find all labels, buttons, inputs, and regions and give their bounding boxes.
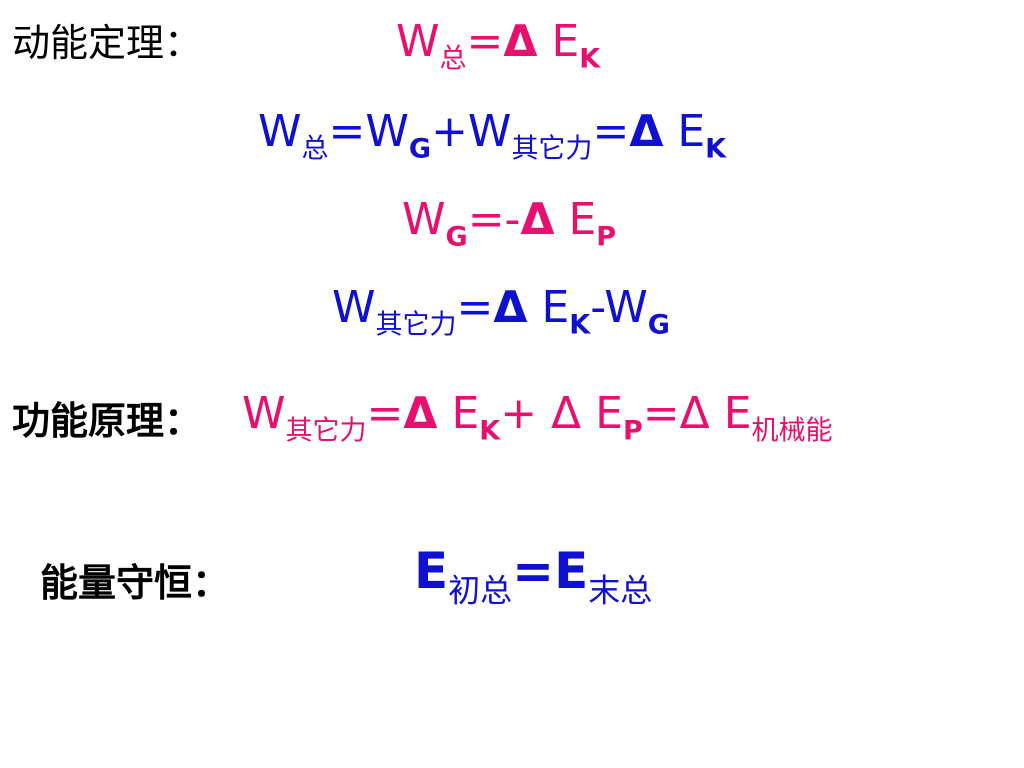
symbol-e: E [554, 194, 597, 245]
subscript-initial-total: 初总 [448, 571, 513, 610]
subscript-other-forces: 其它力 [511, 133, 593, 165]
subscript-other-forces: 其它力 [285, 415, 367, 447]
subscript-p: P [596, 221, 617, 253]
delta: Δ [503, 16, 538, 67]
minus-w: -W [590, 282, 648, 333]
energy-conservation-label: 能量守恒： [40, 561, 231, 605]
equals-minus: =- [467, 194, 521, 245]
subscript-mechanical-energy: 机械能 [751, 415, 833, 447]
subscript-final-total: 末总 [588, 571, 653, 610]
work-energy-principle-label: 功能原理： [12, 399, 203, 443]
equals-w: =W [328, 106, 409, 157]
equals: = [466, 16, 504, 67]
subscript-total: 总 [301, 133, 329, 165]
delta: Δ [520, 194, 555, 245]
symbol-w: W [396, 16, 440, 67]
subscript-k: K [569, 309, 591, 341]
symbol-w: W [242, 388, 286, 439]
subscript-total: 总 [439, 43, 467, 75]
work-energy-principle-formula: W其它力=Δ EK+ Δ EP=Δ E机械能 [242, 392, 833, 447]
equals-e: =E [512, 542, 589, 600]
symbol-w: W [402, 194, 446, 245]
subscript-k: K [705, 133, 727, 165]
other-forces-work-formula: W其它力=Δ EK-WG [332, 286, 670, 341]
plus-w: +W [431, 106, 512, 157]
symbol-w: W [258, 106, 302, 157]
equals-delta-e: =Δ E [642, 388, 752, 439]
subscript-other-forces: 其它力 [375, 309, 457, 341]
subscript-k: K [479, 415, 501, 447]
delta: Δ [493, 282, 528, 333]
energy-conservation-formula: E初总=E末总 [414, 546, 652, 606]
gravity-work-formula: WG=-Δ EP [402, 198, 617, 253]
symbol-e: E [437, 388, 480, 439]
symbol-e: E [414, 542, 449, 600]
subscript-g: G [408, 133, 432, 165]
equals: = [366, 388, 404, 439]
subscript-g: G [445, 221, 468, 253]
kinetic-theorem-formula: W总=Δ EK [396, 20, 601, 75]
subscript-g: G [647, 309, 670, 341]
symbol-w: W [332, 282, 376, 333]
symbol-e: E [663, 106, 706, 157]
kinetic-theorem-label: 动能定理： [12, 21, 203, 65]
subscript-k: K [579, 43, 601, 75]
subscript-p: P [622, 415, 643, 447]
equals: = [456, 282, 494, 333]
delta: Δ [403, 388, 438, 439]
total-work-decomposition: W总=WG+W其它力=Δ EK [258, 110, 727, 165]
delta: Δ [629, 106, 664, 157]
symbol-e: E [537, 16, 580, 67]
equals: = [592, 106, 630, 157]
plus-delta-e: + Δ E [500, 388, 623, 439]
symbol-e: E [527, 282, 570, 333]
